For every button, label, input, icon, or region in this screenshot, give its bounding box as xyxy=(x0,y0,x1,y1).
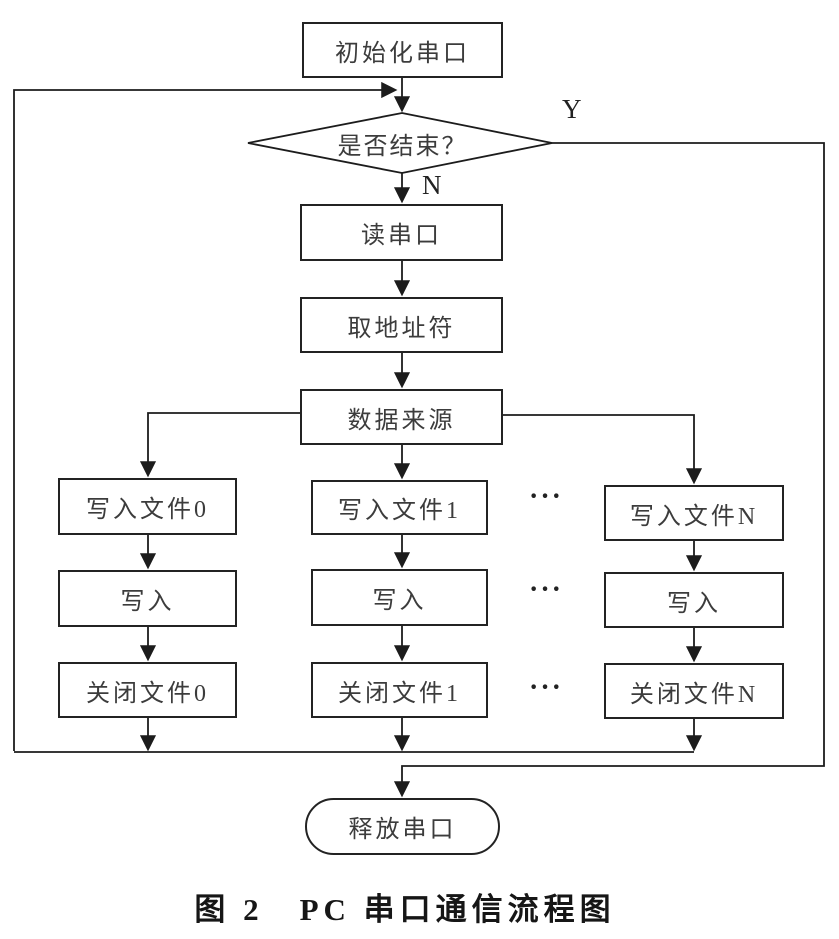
flow-node-read-serial: 读串口 xyxy=(300,204,503,261)
edge-loop-back xyxy=(13,81,398,751)
edge-source-to-col2 xyxy=(501,414,703,485)
figure-caption: 图 2 PC 串口通信流程图 xyxy=(194,892,616,927)
flow-node-close-file-n: 关闭文件N xyxy=(604,663,784,719)
ellipsis-row-1: ··· xyxy=(528,481,563,512)
edge-yes-to-release xyxy=(393,142,825,798)
flow-node-release: 释放串口 xyxy=(305,798,500,855)
decision-no-label: N xyxy=(422,170,442,200)
flow-node-write-file-1: 写入文件1 xyxy=(311,480,488,535)
flow-node-init: 初始化串口 xyxy=(302,22,503,78)
flow-node-get-address: 取地址符 xyxy=(300,297,503,353)
ellipsis-row-3: ··· xyxy=(528,672,563,703)
flow-node-write-file-n: 写入文件N xyxy=(604,485,784,541)
flow-node-data-source: 数据来源 xyxy=(300,389,503,445)
flow-node-close-file-1: 关闭文件1 xyxy=(311,662,488,718)
edge-source-to-col0 xyxy=(139,412,302,478)
ellipsis-row-2: ··· xyxy=(528,574,563,605)
flow-node-write-0: 写入 xyxy=(58,570,237,627)
flow-node-write-1: 写入 xyxy=(311,569,488,626)
flow-node-write-n: 写入 xyxy=(604,572,784,628)
flow-node-decision: 是否结束？ xyxy=(337,133,468,160)
flow-node-close-file-0: 关闭文件0 xyxy=(58,662,237,718)
flow-node-write-file-0: 写入文件0 xyxy=(58,478,237,535)
decision-yes-label: Y xyxy=(562,94,582,124)
